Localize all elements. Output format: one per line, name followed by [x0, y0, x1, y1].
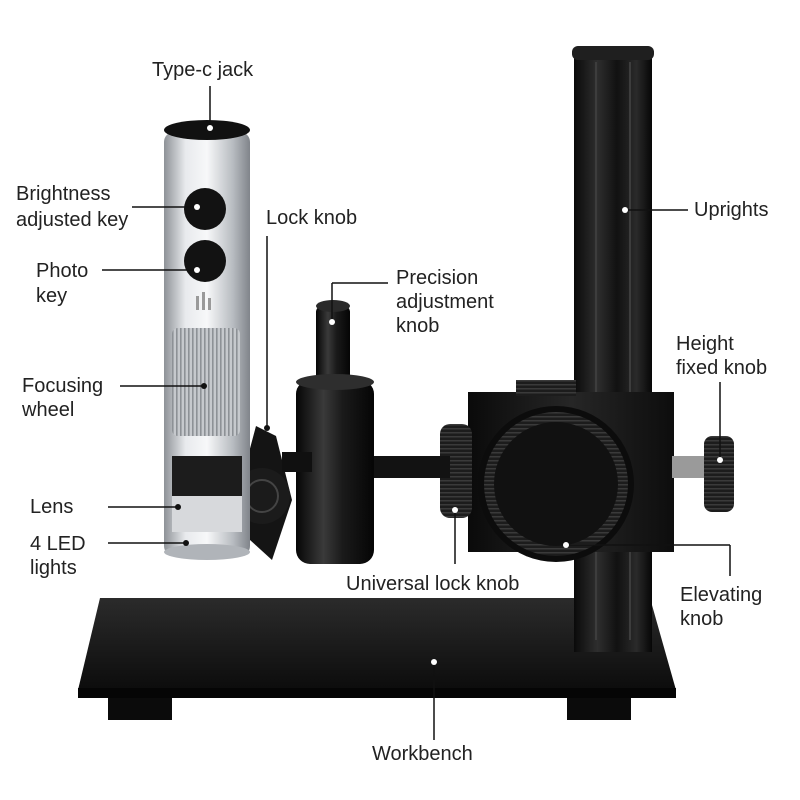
label-precision-line3: knob [396, 315, 440, 337]
universal-lock-knob [440, 424, 472, 518]
label-height-line1: Height [676, 333, 734, 355]
label-uprights: Uprights [694, 199, 769, 221]
label-precision-line2: adjustment [396, 291, 494, 313]
leader-lines [102, 86, 731, 740]
label-focusing-line1: Focusing [22, 375, 104, 397]
upright-pole [572, 46, 654, 652]
elevating-knob [478, 406, 634, 562]
label-lens: Lens [30, 496, 74, 518]
label-type-c-jack: Type-c jack [152, 59, 254, 81]
label-elevating-line2: knob [680, 608, 724, 630]
label-photo-line1: Photo [36, 260, 89, 282]
label-photo-line2: key [36, 285, 68, 307]
label-precision-line1: Precision [396, 267, 479, 289]
label-lock-knob: Lock knob [266, 207, 358, 229]
label-led-line2: lights [30, 557, 77, 579]
workbench-base [78, 598, 676, 720]
precision-holder [296, 300, 374, 564]
microscope-body [164, 120, 250, 560]
label-focusing-line2: wheel [22, 399, 75, 421]
label-led-line1: 4 LED [30, 533, 86, 555]
height-fixed-knob [672, 436, 734, 512]
label-elevating-line1: Elevating [680, 584, 763, 606]
label-brightness-line1: Brightness [16, 183, 111, 205]
label-height-line2: fixed knob [676, 357, 768, 379]
arm-rod [360, 456, 450, 478]
label-brightness-line2: adjusted key [16, 209, 129, 231]
label-workbench: Workbench [372, 743, 473, 765]
label-universal-lock-knob: Universal lock knob [346, 573, 520, 595]
